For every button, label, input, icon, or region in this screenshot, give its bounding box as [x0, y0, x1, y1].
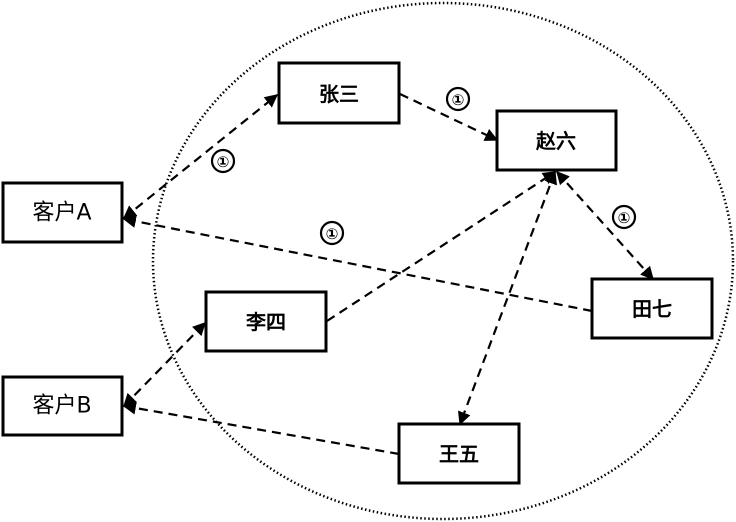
node-label: 客户B	[32, 394, 91, 419]
edge-label-zhaoliu-tianqi: ①	[611, 204, 637, 230]
edge-lisi-zhaoliu	[326, 171, 557, 322]
group-boundary-ellipse	[151, 1, 735, 521]
node-label: 王五	[439, 442, 479, 466]
node-zhangsan[interactable]: 张三	[277, 61, 401, 125]
edge-customer-b-lisi	[123, 322, 206, 407]
node-label: 赵六	[535, 129, 576, 153]
node-wangwu[interactable]: 王五	[397, 422, 521, 485]
node-customer-b[interactable]: 客户B	[1, 375, 124, 437]
edge-zhangsan-zhaoliu	[399, 93, 499, 141]
edge-label-customer-a-zhangsan: ①	[210, 148, 236, 174]
node-lisi[interactable]: 李四	[204, 290, 328, 353]
edge-label-text: ①	[452, 91, 465, 109]
node-label: 张三	[319, 82, 359, 106]
edge-customer-a-zhangsan	[122, 94, 279, 219]
node-zhaoliu[interactable]: 赵六	[495, 109, 618, 172]
node-label: 田七	[632, 297, 672, 321]
edge-label-zhangsan-zhaoliu: ①	[445, 86, 471, 112]
node-tianqi[interactable]: 田七	[590, 277, 714, 340]
edge-label-text: ①	[326, 225, 339, 243]
edge-tianqi-customer-a	[122, 214, 593, 313]
node-label: 客户A	[32, 201, 91, 226]
edge-zhaoliu-wangwu	[458, 170, 557, 426]
edge-label-text: ①	[618, 209, 631, 227]
node-customer-a[interactable]: 客户A	[1, 181, 124, 244]
edge-wangwu-customer-b	[122, 401, 400, 456]
node-label: 李四	[245, 310, 286, 334]
edge-label-tianqi-customer-a: ①	[319, 220, 345, 246]
edge-zhaoliu-tianqi	[556, 171, 654, 280]
edge-label-text: ①	[217, 153, 230, 171]
